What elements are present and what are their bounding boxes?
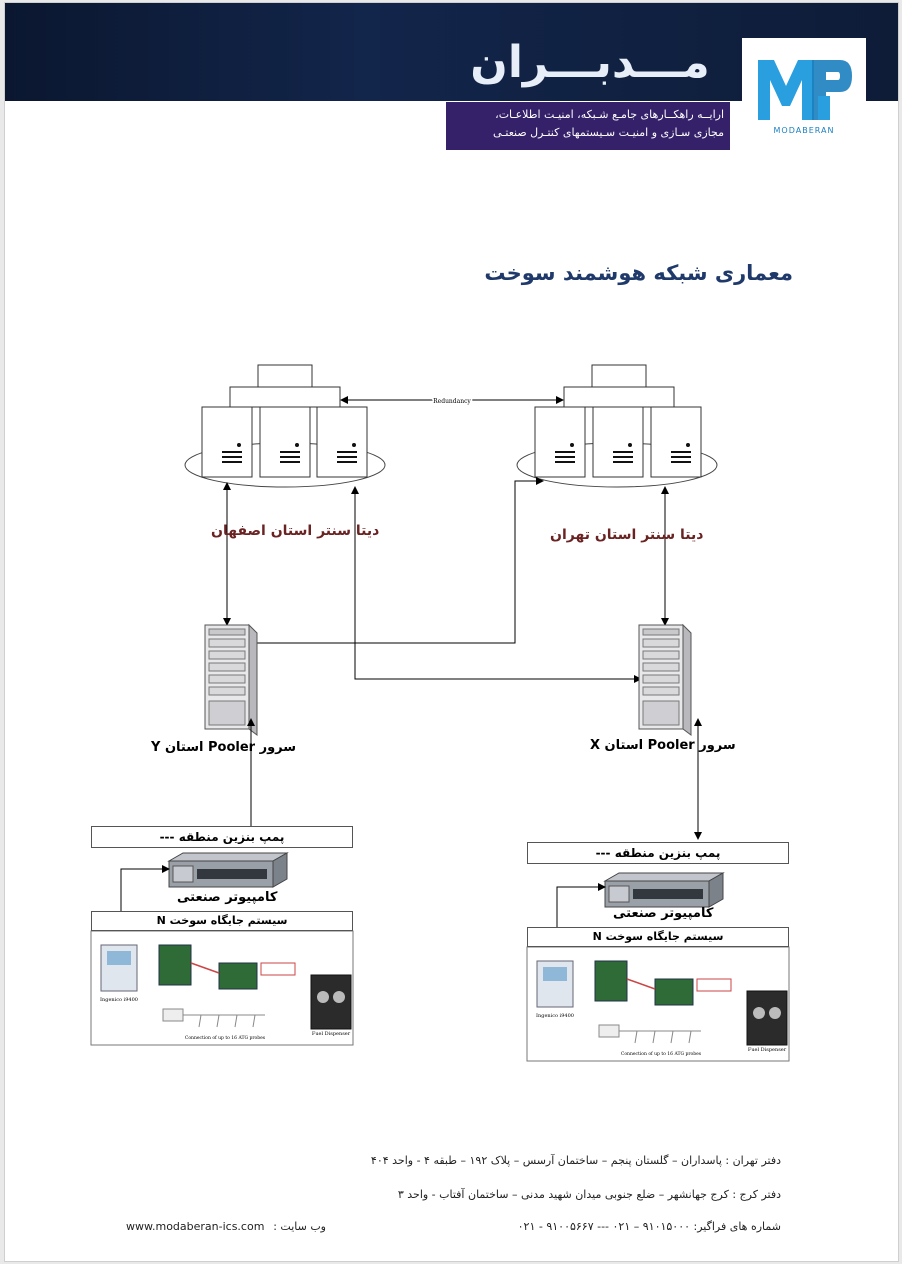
server-x-label: سرور Pooler استان X [590, 738, 736, 753]
server-y-label: سرور Pooler استان Y [151, 740, 297, 755]
page-title: معماری شبکه هوشمند سوخت [484, 261, 793, 285]
brand-title: مـــدبـــران [470, 37, 710, 88]
fuel-system-panel-left: Ingenico i9400 Fuel Dispenser Connection… [90, 930, 354, 1046]
footer-phones: شماره های فراگیر: ۹۱۰۱۵۰۰۰ – ۰۲۱ --- ۹۱۰… [517, 1220, 781, 1233]
tagline-line-2: مجازی سـازی و امنیـت سـیستمهای کنتـرل صن… [493, 126, 724, 139]
panel-left-dispenser-label: Fuel Dispenser [312, 1031, 351, 1037]
footer-website-link[interactable]: www.modaberan-ics.com [126, 1220, 265, 1233]
fuel-system-right-label: سیستم جایگاه سوخت N [527, 927, 789, 947]
datacenter-right-cluster [516, 364, 718, 488]
document-page: مـــدبـــران ارایــه راهکــارهای جامـع ش… [4, 2, 899, 1262]
company-logo: MODABERAN [742, 38, 866, 149]
footer-tehran-office: دفتر تهران : پاسداران – گلستان پنجم – سا… [370, 1154, 781, 1167]
pooler-server-y-icon [204, 624, 258, 736]
panel-left-probes-label: Connection of up to 16 ATG probes [185, 1035, 266, 1041]
logo-caption: MODABERAN [773, 126, 835, 135]
datacenter-right-label: دیتا سنتر استان تهران [550, 527, 704, 543]
datacenter-left-cluster [184, 364, 386, 488]
station-left-label: پمپ بنزین منطقه --- [91, 826, 353, 848]
tagline: ارایــه راهکــارهای جامـع شـبکه، امنیـت … [446, 102, 730, 150]
pooler-server-x-icon [638, 624, 692, 736]
footer-karaj-office: دفتر کرج : کرج جهانشهر – ضلع جنوبی میدان… [397, 1188, 781, 1201]
panel-right-dispenser-label: Fuel Dispenser [748, 1047, 787, 1053]
datacenter-left-label: دیتا سنتر استان اصفهان [211, 523, 380, 539]
network-diagram: Redundancy [90, 364, 790, 1062]
industrial-pc-left-icon [168, 852, 288, 888]
station-right-label: پمپ بنزین منطقه --- [527, 842, 789, 864]
panel-right-probes-label: Connection of up to 16 ATG probes [621, 1051, 702, 1057]
fuel-system-left-label: سیستم جایگاه سوخت N [91, 911, 353, 931]
industrial-pc-left-label: کامپیوتر صنعتی [177, 890, 278, 905]
logo-mark-icon [758, 60, 852, 120]
fuel-system-panel-right: Ingenico i9400 Fuel Dispenser Connection… [526, 946, 790, 1062]
panel-left-ingenico-label: Ingenico i9400 [100, 997, 138, 1003]
footer-website-label: وب سایت : [273, 1220, 326, 1233]
redundancy-label: Redundancy [433, 398, 471, 405]
industrial-pc-right-label: کامپیوتر صنعتی [613, 906, 714, 921]
panel-right-ingenico-label: Ingenico i9400 [536, 1013, 574, 1019]
link-dc-right-to-server-y [242, 477, 544, 647]
industrial-pc-right-icon [604, 872, 724, 908]
link-dc-left-to-server-x [351, 486, 642, 683]
tagline-line-1: ارایــه راهکــارهای جامـع شـبکه، امنیـت … [495, 108, 724, 121]
